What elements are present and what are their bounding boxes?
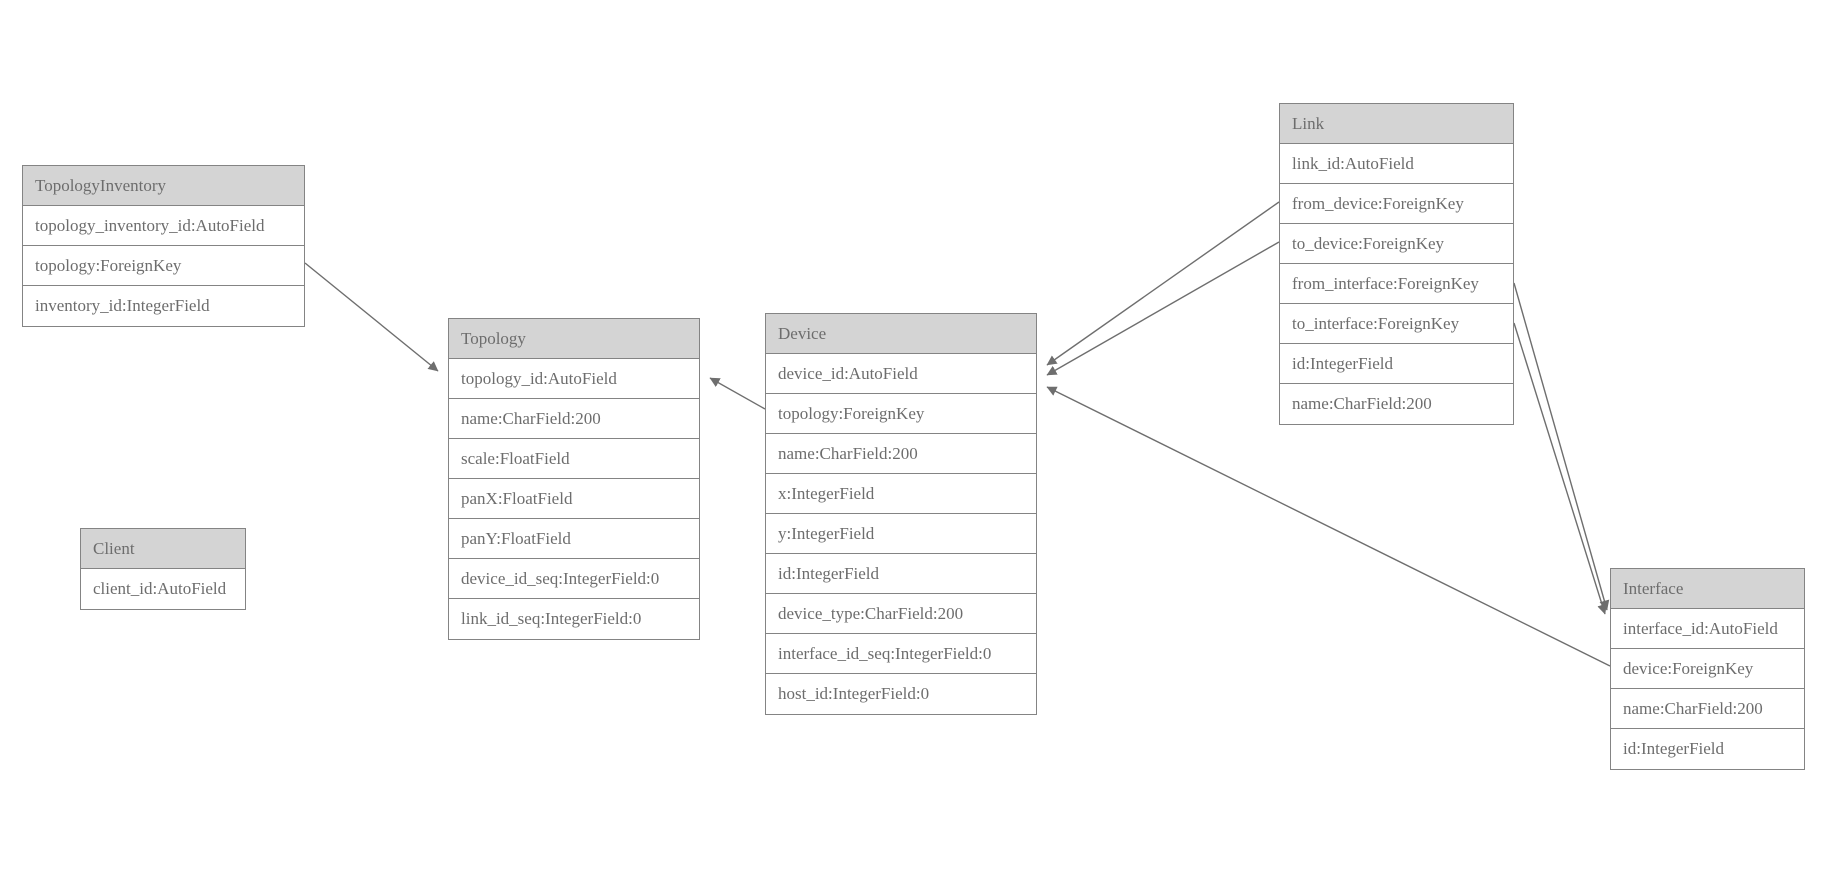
relationship-rel-link-fromdevice bbox=[1046, 201, 1280, 366]
entity-field-row[interactable]: device_id_seq:IntegerField:0 bbox=[449, 559, 699, 599]
entity-field-row[interactable]: x:IntegerField bbox=[766, 474, 1036, 514]
entity-field-row[interactable]: from_interface:ForeignKey bbox=[1280, 264, 1513, 304]
entity-title-link: Link bbox=[1280, 104, 1513, 144]
entity-field-row[interactable]: link_id:AutoField bbox=[1280, 144, 1513, 184]
entity-field-row[interactable]: panY:FloatField bbox=[449, 519, 699, 559]
entity-field-row[interactable]: host_id:IntegerField:0 bbox=[766, 674, 1036, 714]
entity-field-row[interactable]: device_type:CharField:200 bbox=[766, 594, 1036, 634]
entity-field-row[interactable]: client_id:AutoField bbox=[81, 569, 245, 609]
entity-field-row[interactable]: topology_id:AutoField bbox=[449, 359, 699, 399]
relationship-rel-link-tointerface bbox=[1513, 322, 1607, 615]
entity-field-row[interactable]: topology:ForeignKey bbox=[23, 246, 304, 286]
entity-field-row[interactable]: interface_id_seq:IntegerField:0 bbox=[766, 634, 1036, 674]
entity-field-row[interactable]: topology_inventory_id:AutoField bbox=[23, 206, 304, 246]
entity-title-client: Client bbox=[81, 529, 245, 569]
entity-field-row[interactable]: to_device:ForeignKey bbox=[1280, 224, 1513, 264]
entity-field-row[interactable]: from_device:ForeignKey bbox=[1280, 184, 1513, 224]
entity-field-row[interactable]: device_id:AutoField bbox=[766, 354, 1036, 394]
entity-field-row[interactable]: name:CharField:200 bbox=[1280, 384, 1513, 424]
entity-field-row[interactable]: interface_id:AutoField bbox=[1611, 609, 1804, 649]
relationship-rel-interface-device bbox=[1046, 386, 1611, 667]
entity-field-row[interactable]: device:ForeignKey bbox=[1611, 649, 1804, 689]
entity-field-row[interactable]: id:IntegerField bbox=[1611, 729, 1804, 769]
entity-field-row[interactable]: panX:FloatField bbox=[449, 479, 699, 519]
entity-field-row[interactable]: id:IntegerField bbox=[1280, 344, 1513, 384]
entity-field-row[interactable]: y:IntegerField bbox=[766, 514, 1036, 554]
relationship-rel-device-topology bbox=[709, 377, 766, 410]
entity-field-row[interactable]: name:CharField:200 bbox=[449, 399, 699, 439]
entity-field-row[interactable]: name:CharField:200 bbox=[1611, 689, 1804, 729]
entity-field-row[interactable]: name:CharField:200 bbox=[766, 434, 1036, 474]
relationship-rel-link-todevice bbox=[1046, 241, 1280, 376]
entity-field-row[interactable]: link_id_seq:IntegerField:0 bbox=[449, 599, 699, 639]
entity-title-topology: Topology bbox=[449, 319, 699, 359]
entity-field-row[interactable]: scale:FloatField bbox=[449, 439, 699, 479]
relationship-rel-topologyinventory-topology bbox=[304, 262, 439, 372]
relationship-rel-link-frominterface bbox=[1513, 282, 1610, 611]
entity-field-row[interactable]: to_interface:ForeignKey bbox=[1280, 304, 1513, 344]
entity-field-row[interactable]: topology:ForeignKey bbox=[766, 394, 1036, 434]
entity-title-device: Device bbox=[766, 314, 1036, 354]
entity-field-row[interactable]: id:IntegerField bbox=[766, 554, 1036, 594]
entity-title-topology-inventory: TopologyInventory bbox=[23, 166, 304, 206]
entity-field-row[interactable]: inventory_id:IntegerField bbox=[23, 286, 304, 326]
entity-title-interface: Interface bbox=[1611, 569, 1804, 609]
